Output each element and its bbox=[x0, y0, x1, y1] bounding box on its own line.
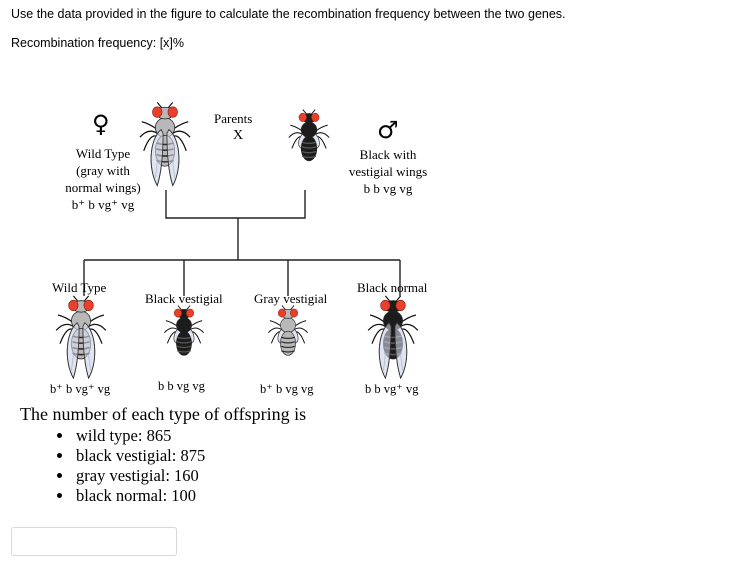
parent-connector bbox=[165, 190, 306, 219]
offspring-count-title: The number of each type of offspring is bbox=[20, 404, 307, 424]
count-wild-type: wild type: 865 bbox=[74, 426, 205, 446]
offspring-genotype-gray-vestigial: b⁺ b vg vg bbox=[260, 382, 314, 396]
offspring-genotype-black-normal: b b vg⁺ vg bbox=[365, 382, 419, 396]
female-desc-1: (gray with bbox=[76, 163, 130, 178]
female-symbol: ♀ bbox=[92, 110, 110, 138]
offspring-label-wild: Wild Type bbox=[52, 280, 107, 295]
offspring-genotype-wild: b⁺ b vg⁺ vg bbox=[50, 382, 111, 396]
cross-symbol: X bbox=[233, 128, 244, 143]
count-gray-vestigial: gray vestigial: 160 bbox=[74, 466, 205, 486]
male-name: Black with bbox=[359, 147, 417, 162]
fly-offspring-wild-type bbox=[55, 295, 107, 380]
female-name: Wild Type bbox=[75, 146, 131, 161]
offspring-label-gray-vestigial: Gray vestigial bbox=[254, 291, 328, 306]
fly-parent-male-black-vestigial bbox=[288, 109, 330, 162]
parents-title: Parents bbox=[214, 111, 253, 126]
female-desc-2: normal wings) bbox=[65, 180, 141, 195]
male-desc: vestigial wings bbox=[348, 164, 428, 179]
fly-offspring-black-vestigial bbox=[163, 305, 205, 356]
offspring-genotype-black-vestigial: b b vg vg bbox=[158, 379, 205, 393]
female-genotype: b⁺ b vg⁺ vg bbox=[71, 197, 135, 212]
fly-offspring-gray-vestigial bbox=[267, 305, 309, 356]
answer-input[interactable] bbox=[11, 527, 177, 556]
count-black-normal: black normal: 100 bbox=[74, 486, 205, 506]
male-genotype: b b vg vg bbox=[363, 181, 413, 196]
fly-offspring-black-normal bbox=[367, 295, 419, 380]
offspring-count-list: wild type: 865 black vestigial: 875 gray… bbox=[50, 426, 205, 506]
count-black-vestigial: black vestigial: 875 bbox=[74, 446, 205, 466]
offspring-label-black-normal: Black normal bbox=[357, 280, 428, 295]
fly-parent-female-wild-type bbox=[139, 102, 191, 187]
answer-prompt: Recombination frequency: [x]% bbox=[11, 36, 185, 50]
question-text: Use the data provided in the figure to c… bbox=[11, 7, 566, 21]
male-symbol: ♂ bbox=[377, 116, 399, 144]
offspring-label-black-vestigial: Black vestigial bbox=[145, 291, 223, 306]
